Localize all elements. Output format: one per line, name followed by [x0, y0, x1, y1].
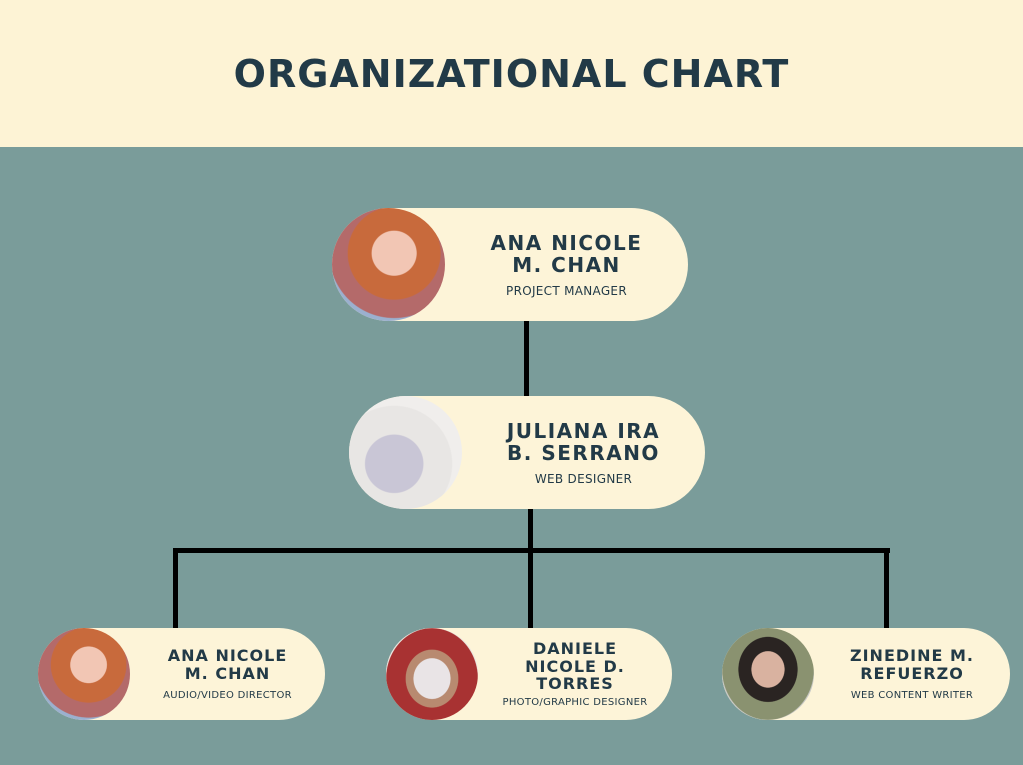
connector-line [173, 548, 178, 629]
connector-line [884, 548, 889, 629]
page-title: ORGANIZATIONAL CHART [233, 52, 790, 96]
connector-line [524, 321, 529, 397]
member-role: WEB CONTENT WRITER [850, 689, 974, 701]
member-role: AUDIO/VIDEO DIRECTOR [163, 689, 292, 701]
member-card-web-content-writer: ZINEDINE M.REFUERZO WEB CONTENT WRITER [722, 628, 1010, 720]
member-role: PHOTO/GRAPHIC DESIGNER [502, 696, 648, 708]
member-photo [38, 628, 130, 720]
member-photo [332, 208, 445, 321]
member-photo [349, 396, 462, 509]
member-role: WEB DESIGNER [534, 471, 633, 486]
header: ORGANIZATIONAL CHART [0, 0, 1023, 147]
member-name: ZINEDINE M.REFUERZO [850, 646, 974, 683]
connector-line [528, 548, 533, 629]
connector-line [528, 508, 533, 552]
member-photo [722, 628, 814, 720]
member-role: PROJECT MANAGER [506, 283, 627, 298]
member-photo [386, 628, 478, 720]
